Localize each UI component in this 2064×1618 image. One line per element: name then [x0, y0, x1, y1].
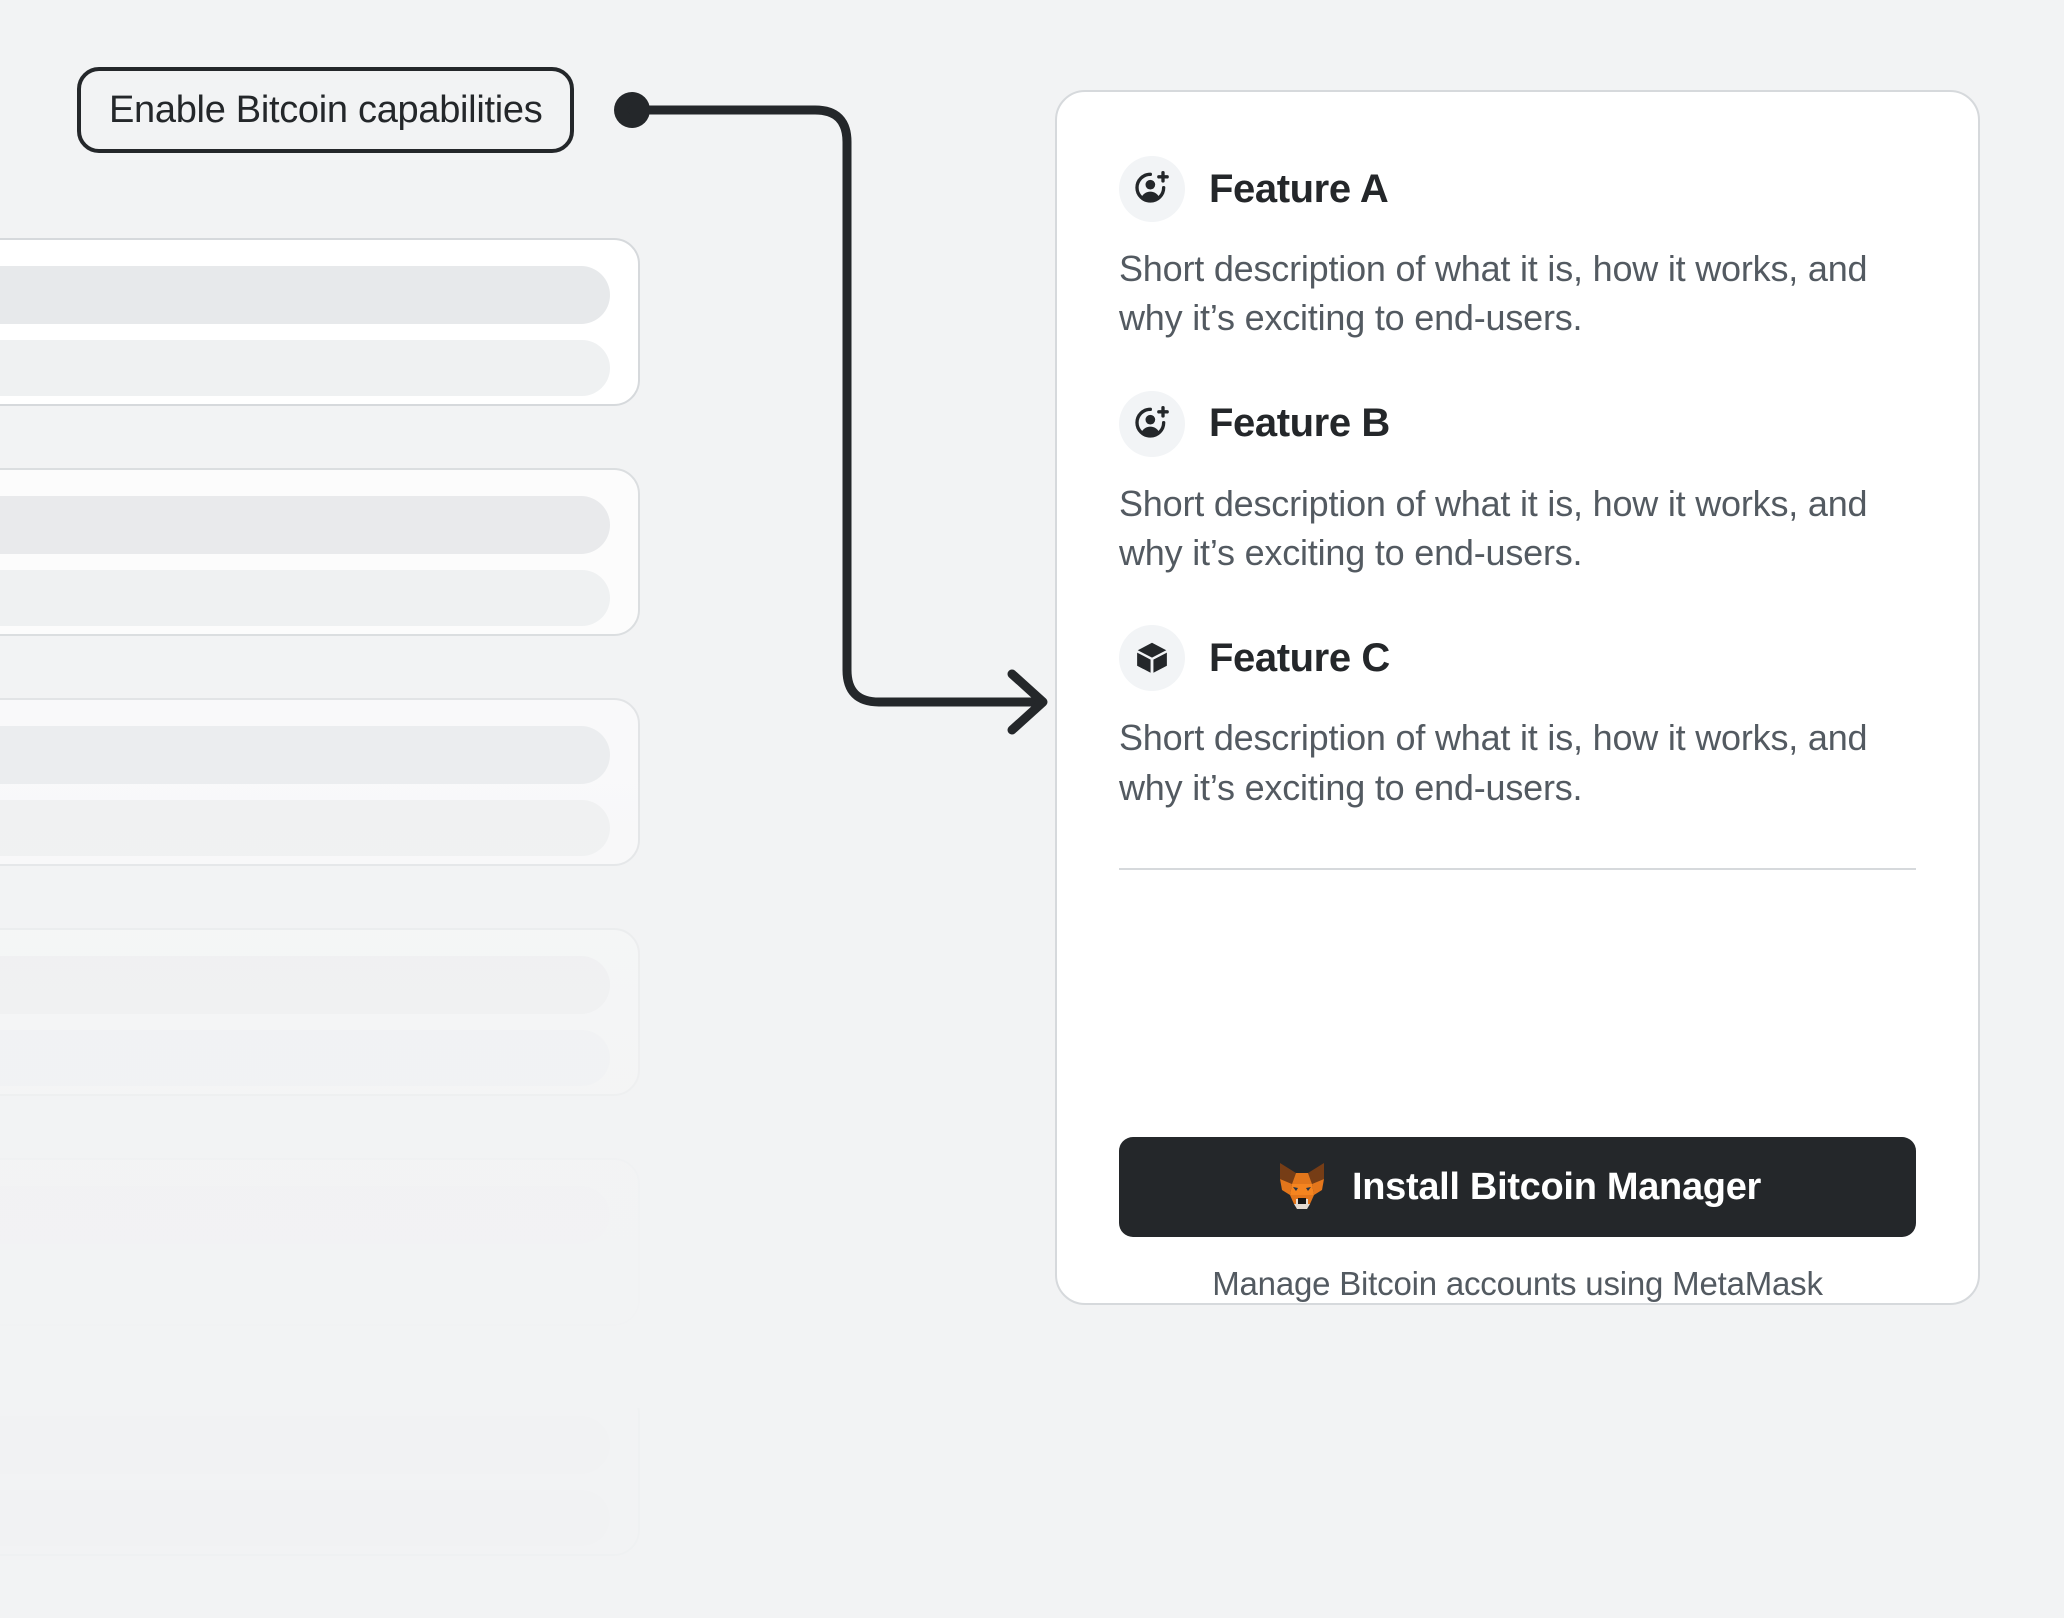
feature-header: Feature C — [1119, 625, 1916, 692]
skeleton-bar — [0, 496, 610, 554]
skeleton-card — [0, 928, 640, 1096]
skeleton-bar — [0, 1416, 610, 1474]
install-bitcoin-manager-button[interactable]: Install Bitcoin Manager — [1119, 1137, 1916, 1237]
feature-description: Short description of what it is, how it … — [1119, 482, 1868, 573]
feature-title: Feature C — [1209, 635, 1390, 680]
features-section: Feature A Short description of what it i… — [1057, 92, 1978, 1085]
skeleton-bar — [0, 1186, 610, 1244]
skeleton-card — [0, 1388, 640, 1556]
feature-title: Feature A — [1209, 166, 1389, 211]
feature-row: Feature B Short description of what it i… — [1119, 390, 1916, 578]
skeleton-bar — [0, 1490, 610, 1546]
annotation-label-text: Enable Bitcoin capabilities — [109, 88, 543, 131]
cube-icon — [1119, 625, 1185, 692]
connector-start-dot — [614, 92, 650, 128]
footer-caption: Manage Bitcoin accounts using MetaMask — [1212, 1265, 1823, 1302]
skeleton-bar — [0, 1260, 610, 1316]
add-user-icon — [1119, 390, 1185, 457]
skeleton-bar — [0, 340, 610, 396]
skeleton-bar — [0, 266, 610, 324]
metamask-fox-icon — [1274, 1159, 1330, 1216]
skeleton-bar — [0, 726, 610, 784]
skeleton-placeholder-stack — [0, 238, 640, 1618]
skeleton-bar — [0, 570, 610, 626]
skeleton-card — [0, 698, 640, 866]
feature-card: Feature A Short description of what it i… — [1055, 90, 1980, 1305]
feature-header: Feature B — [1119, 390, 1916, 457]
install-button-label: Install Bitcoin Manager — [1351, 1165, 1762, 1208]
add-user-icon — [1119, 156, 1185, 222]
feature-title: Feature B — [1209, 401, 1390, 446]
skeleton-card — [0, 468, 640, 636]
feature-row: Feature C Short description of what it i… — [1119, 625, 1916, 812]
feature-row: Feature A Short description of what it i… — [1119, 156, 1916, 343]
skeleton-bar — [0, 800, 610, 856]
annotation-label: Enable Bitcoin capabilities — [77, 67, 575, 153]
feature-description: Short description of what it is, how it … — [1119, 717, 1868, 808]
skeleton-bar — [0, 956, 610, 1014]
connector-arrow — [614, 92, 1048, 735]
skeleton-card — [0, 238, 640, 406]
card-divider — [1119, 867, 1916, 870]
connector-arrowhead — [1007, 669, 1048, 735]
skeleton-card — [0, 1158, 640, 1326]
skeleton-bar — [0, 1030, 610, 1086]
feature-description: Short description of what it is, how it … — [1119, 248, 1868, 339]
connector-path — [627, 105, 1045, 707]
feature-header: Feature A — [1119, 156, 1916, 222]
card-footer: Install Bitcoin Manager Manage Bitcoin a… — [1057, 1085, 1978, 1303]
